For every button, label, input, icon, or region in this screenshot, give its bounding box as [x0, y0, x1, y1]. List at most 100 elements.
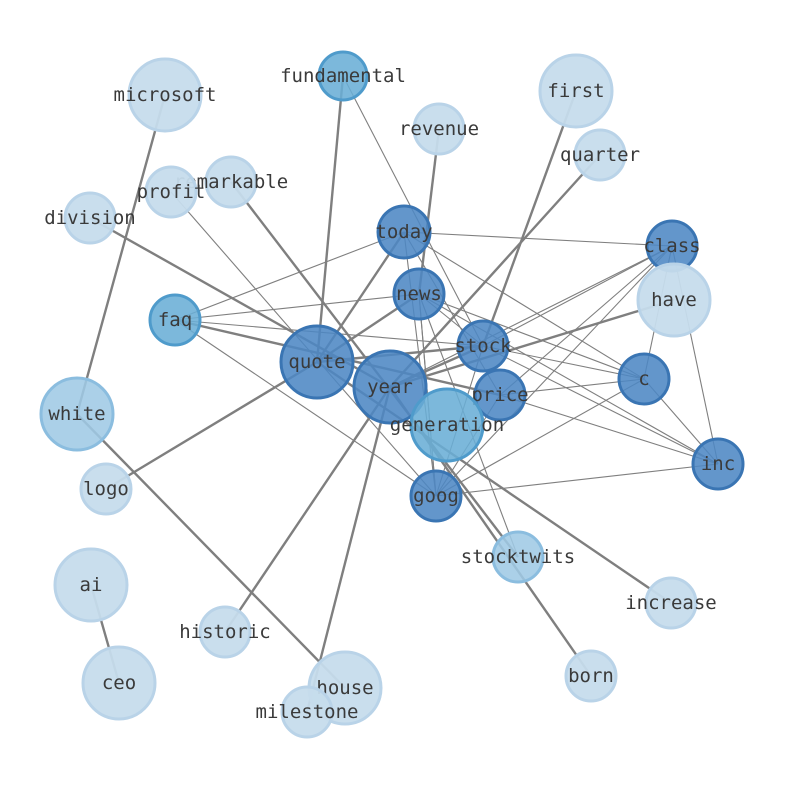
edge-goog-inc [435, 463, 719, 497]
node-label-remarkable: remarkable [174, 171, 288, 193]
node-remarkable: remarkable [174, 155, 288, 209]
node-quarter: quarter [560, 128, 640, 182]
edge-faq-goog [174, 319, 437, 497]
node-ceo: ceo [81, 645, 157, 721]
node-label-first: first [547, 80, 604, 102]
node-label-c: c [638, 368, 649, 390]
edge-fundamental-quote [315, 75, 345, 363]
node-goog: goog [409, 469, 463, 523]
node-label-revenue: revenue [399, 118, 479, 140]
node-profit: profit [137, 165, 206, 219]
edge-microsoft-white [75, 94, 167, 415]
node-circle-remarkable [204, 155, 258, 209]
node-stocktwits: stocktwits [461, 530, 575, 584]
node-label-goog: goog [413, 485, 459, 507]
node-circle-logo [79, 462, 133, 516]
node-generation: generation [390, 387, 504, 463]
node-circle-quote [279, 324, 355, 400]
node-ai: ai [53, 547, 129, 623]
edge-faq-news [174, 293, 420, 321]
node-circle-profit [144, 165, 198, 219]
edge-first-stock [481, 90, 578, 347]
node-born: born [564, 649, 618, 703]
node-stock: stock [454, 319, 512, 373]
node-circle-milestone [280, 685, 334, 739]
node-circle-white [39, 376, 115, 452]
node-circle-goog [409, 469, 463, 523]
node-first: first [538, 53, 614, 129]
node-circle-first [538, 53, 614, 129]
node-circle-microsoft [127, 57, 203, 133]
edge-news-c [418, 293, 645, 380]
node-label-quote: quote [288, 351, 345, 373]
node-label-news: news [396, 283, 442, 305]
edge-stock-inc [482, 345, 719, 465]
node-today: today [375, 204, 433, 260]
node-label-profit: profit [137, 181, 206, 203]
node-label-year: year [367, 376, 413, 398]
edge-year-have [389, 298, 675, 389]
node-label-division: division [44, 207, 136, 229]
node-logo: logo [79, 462, 133, 516]
node-faq: faq [148, 293, 202, 347]
node-circle-inc [691, 437, 745, 491]
node-label-historic: historic [179, 621, 271, 643]
edge-c-goog [435, 378, 645, 497]
node-circle-year [352, 349, 428, 425]
node-circle-division [63, 191, 117, 245]
node-circle-price [473, 368, 527, 422]
node-year: year [352, 349, 428, 425]
edge-stock-c [482, 345, 645, 380]
node-milestone: milestone [256, 685, 359, 739]
edge-class-price [499, 245, 673, 396]
node-increase: increase [625, 576, 717, 630]
node-class: class [643, 219, 701, 273]
node-label-generation: generation [390, 414, 504, 436]
node-label-faq: faq [158, 309, 192, 331]
edge-logo-quote [105, 360, 318, 491]
edge-stock-class [482, 245, 673, 347]
edge-white-house [76, 413, 346, 689]
node-circle-have [636, 262, 712, 338]
node-label-ai: ai [80, 574, 103, 596]
edge-faq-today [174, 231, 405, 321]
node-label-price: price [471, 384, 528, 406]
node-news: news [392, 267, 446, 321]
node-label-stock: stock [454, 335, 512, 357]
node-label-white: white [48, 403, 105, 425]
node-circle-ai [53, 547, 129, 623]
node-c: c [617, 352, 671, 406]
node-quote: quote [279, 324, 355, 400]
edge-year-historic [224, 386, 391, 633]
edge-news-inc [418, 293, 719, 465]
node-label-have: have [651, 289, 697, 311]
node-label-milestone: milestone [256, 701, 359, 723]
node-circle-fundamental [317, 50, 369, 102]
node-circle-revenue [412, 102, 466, 156]
node-circle-stock [456, 319, 510, 373]
node-circle-faq [148, 293, 202, 347]
node-label-increase: increase [625, 592, 717, 614]
edge-price-inc [499, 394, 719, 465]
node-circle-quarter [573, 128, 627, 182]
edge-quarter-year [389, 154, 601, 388]
node-label-microsoft: microsoft [114, 84, 217, 106]
edge-today-class [403, 231, 673, 247]
node-circle-stocktwits [491, 530, 545, 584]
edge-year-milestone [305, 386, 392, 713]
node-circle-generation [409, 387, 485, 463]
node-circle-c [617, 352, 671, 406]
node-label-class: class [643, 235, 700, 257]
node-historic: historic [179, 605, 271, 659]
edge-revenue-news [417, 128, 441, 295]
node-label-stocktwits: stocktwits [461, 546, 575, 568]
edge-class-year [389, 245, 673, 388]
node-label-logo: logo [83, 478, 129, 500]
node-label-born: born [568, 665, 614, 687]
node-circle-historic [198, 605, 252, 659]
node-circle-news [392, 267, 446, 321]
node-division: division [44, 191, 136, 245]
node-inc: inc [691, 437, 745, 491]
node-label-ceo: ceo [102, 672, 136, 694]
